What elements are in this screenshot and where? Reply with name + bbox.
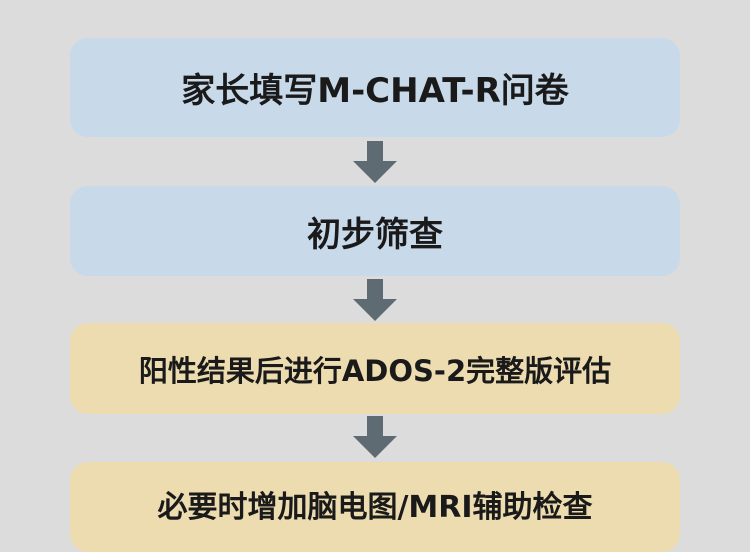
arrow-down-icon	[353, 279, 397, 321]
step-2-label: 初步筛查	[307, 214, 443, 255]
step-1-label: 家长填写M-CHAT-R问卷	[181, 71, 569, 111]
arrow-down-icon	[353, 141, 397, 183]
arrow-down-icon	[353, 416, 397, 458]
step-3-box: 阳性结果后进行ADOS-2完整版评估	[70, 323, 680, 414]
step-2-box: 初步筛查	[70, 186, 680, 276]
step-4-box: 必要时增加脑电图/MRI辅助检查	[70, 462, 680, 552]
step-4-label: 必要时增加脑电图/MRI辅助检查	[157, 490, 593, 525]
step-1-box: 家长填写M-CHAT-R问卷	[70, 38, 680, 137]
step-3-label: 阳性结果后进行ADOS-2完整版评估	[138, 353, 612, 388]
